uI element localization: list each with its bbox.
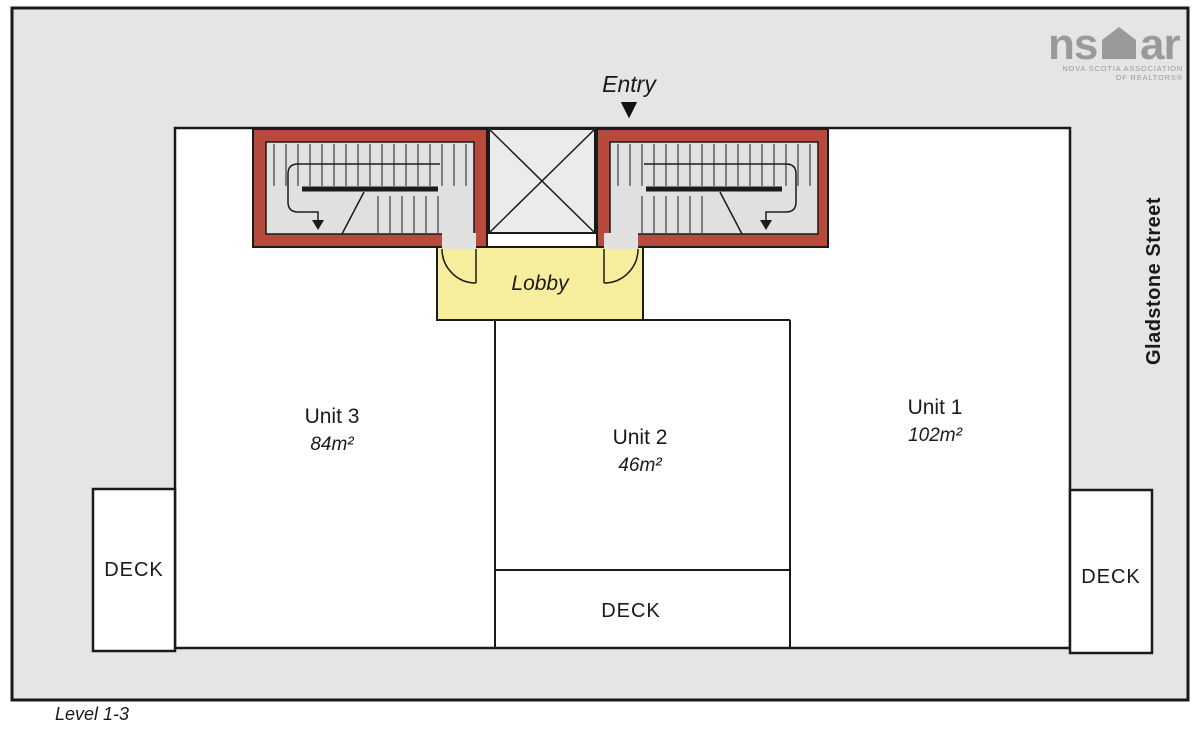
stair-right-treads-lower: [641, 196, 703, 233]
logo-text-ar: ar: [1140, 20, 1180, 69]
entry-label: Entry: [602, 71, 657, 97]
level-label: Level 1-3: [55, 704, 129, 724]
stair-left-break-line: [341, 191, 365, 235]
unit1-area: 102m²: [908, 425, 963, 446]
deck-left-label: DECK: [104, 559, 164, 581]
stair-left-treads-lower: [377, 196, 439, 233]
logo-subtitle-line2: OF REALTORS®: [1116, 73, 1183, 82]
lobby-label: Lobby: [511, 272, 570, 295]
unit3-area: 84m²: [310, 434, 354, 455]
unit1-name: Unit 1: [908, 396, 963, 419]
logo-text-ns: ns: [1048, 20, 1097, 69]
lobby-area: [436, 246, 644, 321]
door-swing-left: [441, 248, 477, 284]
stair-right-walkline: [644, 163, 797, 221]
door-opening-left: [442, 233, 476, 249]
unit3-name: Unit 3: [305, 405, 360, 428]
deck-bottom-label: DECK: [601, 600, 661, 622]
door-opening-right: [604, 233, 638, 249]
logo-subtitle-line1: NOVA SCOTIA ASSOCIATION: [1062, 64, 1183, 73]
stair-right-details: [617, 144, 811, 235]
street-label: Gladstone Street: [1143, 197, 1165, 365]
stair-left-treads-upper: [273, 144, 467, 186]
unit2-name: Unit 2: [613, 426, 668, 449]
stair-right-treads-upper: [617, 144, 811, 186]
deck-right: [1068, 488, 1154, 655]
deck-right-label: DECK: [1081, 566, 1141, 588]
stair-left-walkline: [287, 163, 440, 221]
logo-house-icon: [1102, 27, 1136, 59]
stair-right-arrow-icon: [760, 220, 772, 230]
stair-left-arrow-icon: [312, 220, 324, 230]
door-swing-right: [603, 248, 639, 284]
elevator-cross-icon: [488, 128, 596, 234]
nsar-logo: ns ar NOVA SCOTIA ASSOCIATION OF REALTOR…: [1048, 20, 1183, 82]
stair-right-break-line: [719, 191, 743, 235]
unit2-area: 46m²: [618, 455, 662, 476]
entry-arrow-icon: ▼: [615, 93, 643, 124]
stair-left-details: [273, 144, 467, 235]
deck-left: [91, 487, 177, 653]
